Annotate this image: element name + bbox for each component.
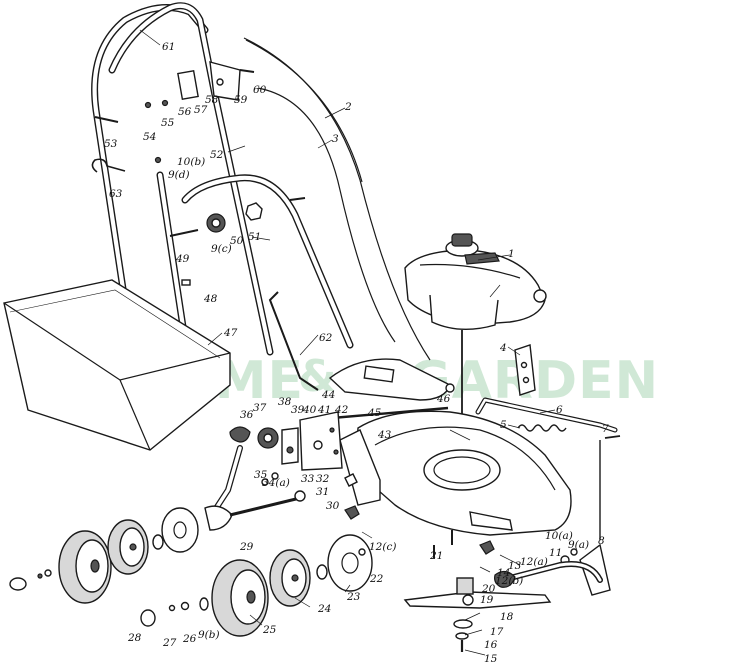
callout-60: 60 [253,84,267,96]
callout-28: 28 [128,632,142,644]
callout-7: 7 [602,423,609,435]
rear-wheel-left [58,530,112,604]
callout-34a: 34(a) [262,477,290,489]
callout-44: 44 [322,389,336,401]
lower-handle [156,171,354,349]
callout-61: 61 [162,41,176,53]
front-wheel-right [269,549,311,607]
callout-55: 55 [161,117,175,129]
callout-42: 42 [335,404,349,416]
callout-5: 5 [500,419,507,431]
callout-24: 24 [318,603,332,615]
callout-9a: 9(a) [568,539,590,551]
callout-50: 50 [230,235,244,247]
callout-11: 11 [549,547,563,559]
callout-12c: 12(c) [369,541,397,553]
cable-3 [257,87,396,343]
callout-10a: 10(a) [545,530,573,542]
callout-30: 30 [326,500,340,512]
callout-13: 13 [508,560,522,572]
callout-25: 25 [263,624,277,636]
callout-41: 41 [318,404,332,416]
callout-38: 38 [278,396,292,408]
rear-wheel-left-hub [107,519,149,575]
callout-43: 43 [378,429,392,441]
callout-23: 23 [347,591,361,603]
callout-63: 63 [109,188,123,200]
callout-52: 52 [210,149,224,161]
callout-21: 21 [430,550,444,562]
callout-53: 53 [104,138,118,150]
blade [403,591,552,609]
callout-39: 39 [291,404,305,416]
callout-2: 2 [345,101,352,113]
grass-catcher [3,279,231,451]
callout-14: 14 [497,567,511,579]
callout-29: 29 [240,541,254,553]
callout-10b: 10(b) [177,156,206,168]
callout-22: 22 [370,573,384,585]
callout-26: 26 [183,633,197,645]
callout-15: 15 [484,653,498,665]
callout-20: 20 [482,583,496,595]
callout-17: 17 [490,626,504,638]
callout-16: 16 [484,639,498,651]
callout-57: 57 [194,104,208,116]
callout-36: 36 [240,409,254,421]
callout-31: 31 [316,486,330,498]
spring-5 [517,424,567,432]
callout-58: 58 [205,94,219,106]
leader-lines [139,29,556,656]
engine [404,233,547,470]
callout-51: 51 [248,231,262,243]
callout-12a: 12(a) [520,556,548,568]
callout-6: 6 [556,404,563,416]
mower-deck [339,410,572,536]
callout-54: 54 [143,131,157,143]
callout-35: 35 [254,469,268,481]
callout-59: 59 [234,94,248,106]
callout-45: 45 [368,407,382,419]
callout-62: 62 [319,332,333,344]
watermark-amp: & [298,351,338,402]
callout-46: 46 [437,393,451,405]
callout-9b: 9(b) [198,629,220,641]
callout-33: 33 [301,473,315,485]
callout-40: 40 [303,404,317,416]
callout-32: 32 [316,473,330,485]
callout-47: 47 [224,327,238,339]
callout-56: 56 [178,106,192,118]
callout-18: 18 [500,611,514,623]
rod-62 [268,291,319,391]
bracket-4 [514,344,536,396]
callout-49: 49 [176,253,190,265]
callout-12b: 12(b) [495,575,524,587]
callout-8: 8 [598,535,605,547]
upper-handle [91,2,274,359]
callout-19: 19 [480,594,494,606]
callout-9c: 9(c) [211,243,232,255]
callout-9d: 9(d) [168,169,190,181]
callout-37: 37 [253,402,267,414]
callout-27: 27 [163,637,177,649]
callout-1: 1 [508,248,515,260]
callout-4: 4 [500,342,507,354]
callout-48: 48 [204,293,218,305]
callout-3: 3 [332,133,339,145]
front-wheel-left [211,559,269,637]
